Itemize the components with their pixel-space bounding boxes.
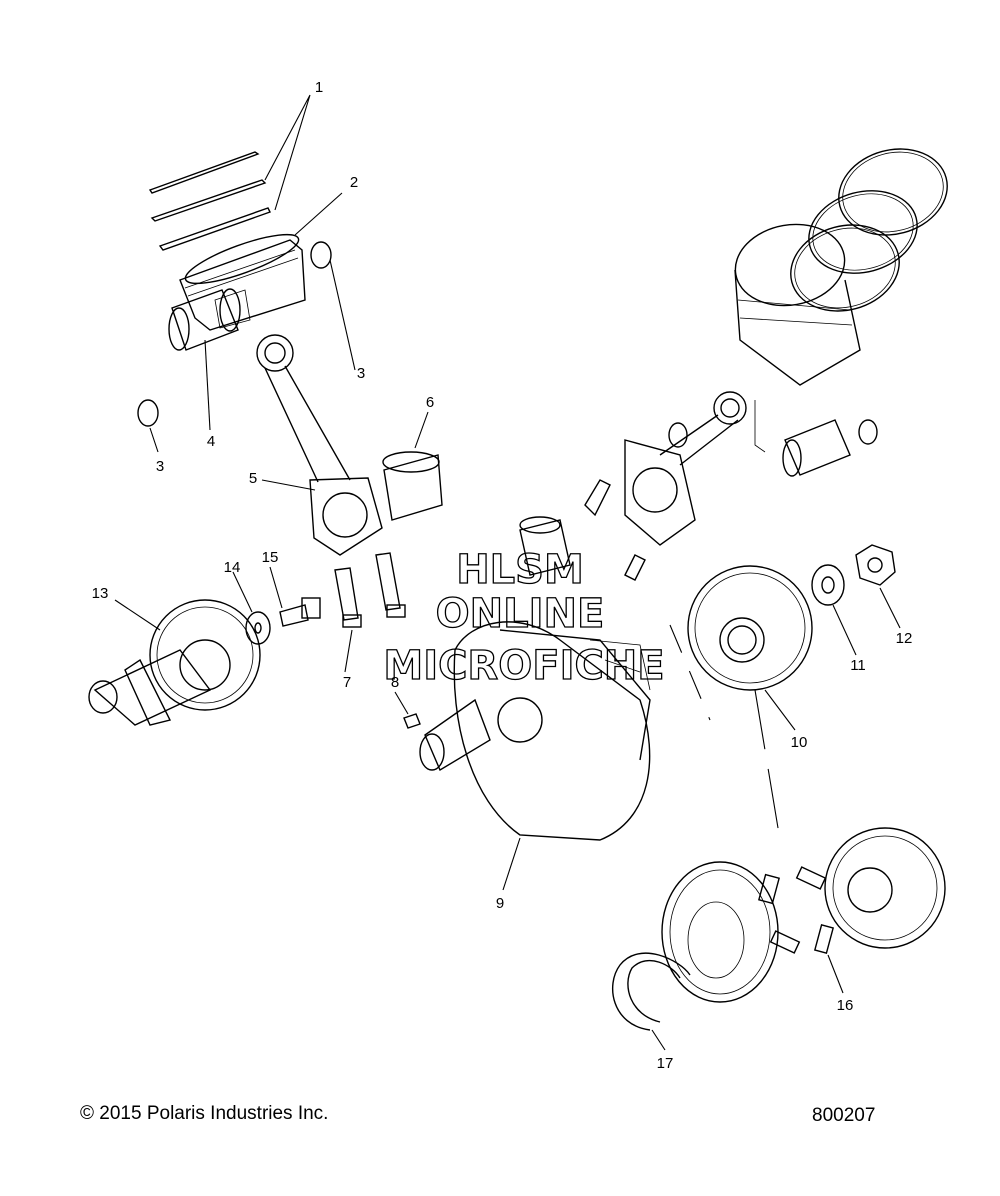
callout-10: 10 bbox=[791, 734, 808, 751]
piston-pin-left bbox=[168, 288, 241, 351]
callout-2: 2 bbox=[350, 174, 358, 191]
gear-plate bbox=[661, 861, 779, 1003]
connecting-rod-left bbox=[256, 334, 383, 556]
bolt-15 bbox=[279, 597, 321, 627]
connecting-rod-right bbox=[624, 391, 747, 546]
piston-rings-right bbox=[790, 148, 948, 312]
pin-guide-line bbox=[754, 400, 766, 453]
washer-11 bbox=[811, 564, 845, 606]
circlip-left-a bbox=[310, 241, 332, 269]
piston-right bbox=[734, 223, 861, 386]
watermark-line-1: HLSM bbox=[456, 547, 584, 593]
rod-bolts-right bbox=[584, 479, 646, 581]
springs-16 bbox=[758, 866, 835, 954]
callout-13: 13 bbox=[92, 585, 109, 602]
callout-16: 16 bbox=[837, 997, 854, 1014]
scissor-gear bbox=[824, 827, 946, 949]
piston-pin-right bbox=[782, 419, 851, 477]
circlip-right-b bbox=[858, 419, 878, 445]
watermark: HLSM ONLINE MICROFICHE bbox=[383, 546, 666, 689]
callout-6: 6 bbox=[426, 394, 434, 411]
callout-3b: 3 bbox=[156, 458, 164, 475]
assembly-lines bbox=[669, 624, 781, 841]
diagram-number: 800207 bbox=[812, 1105, 876, 1126]
callout-4: 4 bbox=[207, 433, 215, 450]
crankshaft bbox=[419, 621, 651, 841]
callout-3a: 3 bbox=[357, 365, 365, 382]
drive-gear bbox=[687, 565, 813, 691]
callout-11: 11 bbox=[850, 657, 866, 674]
callout-9: 9 bbox=[496, 895, 504, 912]
rod-bearing-right bbox=[519, 516, 571, 576]
piston-rings-left bbox=[148, 151, 271, 251]
callout-12: 12 bbox=[896, 630, 913, 647]
watermark-line-3: MICROFICHE bbox=[383, 643, 664, 689]
rod-bolts bbox=[334, 552, 406, 628]
callout-7: 7 bbox=[343, 674, 351, 691]
balance-shaft bbox=[88, 599, 261, 726]
washer-14 bbox=[245, 611, 271, 645]
leader-lines bbox=[114, 94, 901, 1051]
circlip-right-a bbox=[668, 422, 688, 448]
piston-left bbox=[179, 233, 306, 331]
callout-14: 14 bbox=[224, 559, 241, 576]
callout-15: 15 bbox=[262, 549, 279, 566]
copyright-text: © 2015 Polaris Industries Inc. bbox=[80, 1103, 329, 1124]
watermark-line-2: ONLINE bbox=[436, 591, 605, 637]
circlip-left-b bbox=[137, 399, 159, 427]
woodruff-key bbox=[403, 713, 421, 729]
nut-12 bbox=[855, 544, 896, 586]
callout-1: 1 bbox=[315, 79, 323, 96]
rod-bearing-left bbox=[382, 451, 443, 521]
callout-5: 5 bbox=[249, 470, 257, 487]
callout-labels: 1 2 3 4 3 6 5 15 14 13 7 8 9 10 11 12 16… bbox=[92, 79, 913, 1072]
callout-8: 8 bbox=[391, 674, 399, 691]
snap-ring-17 bbox=[612, 952, 691, 1031]
callout-17: 17 bbox=[657, 1055, 674, 1072]
